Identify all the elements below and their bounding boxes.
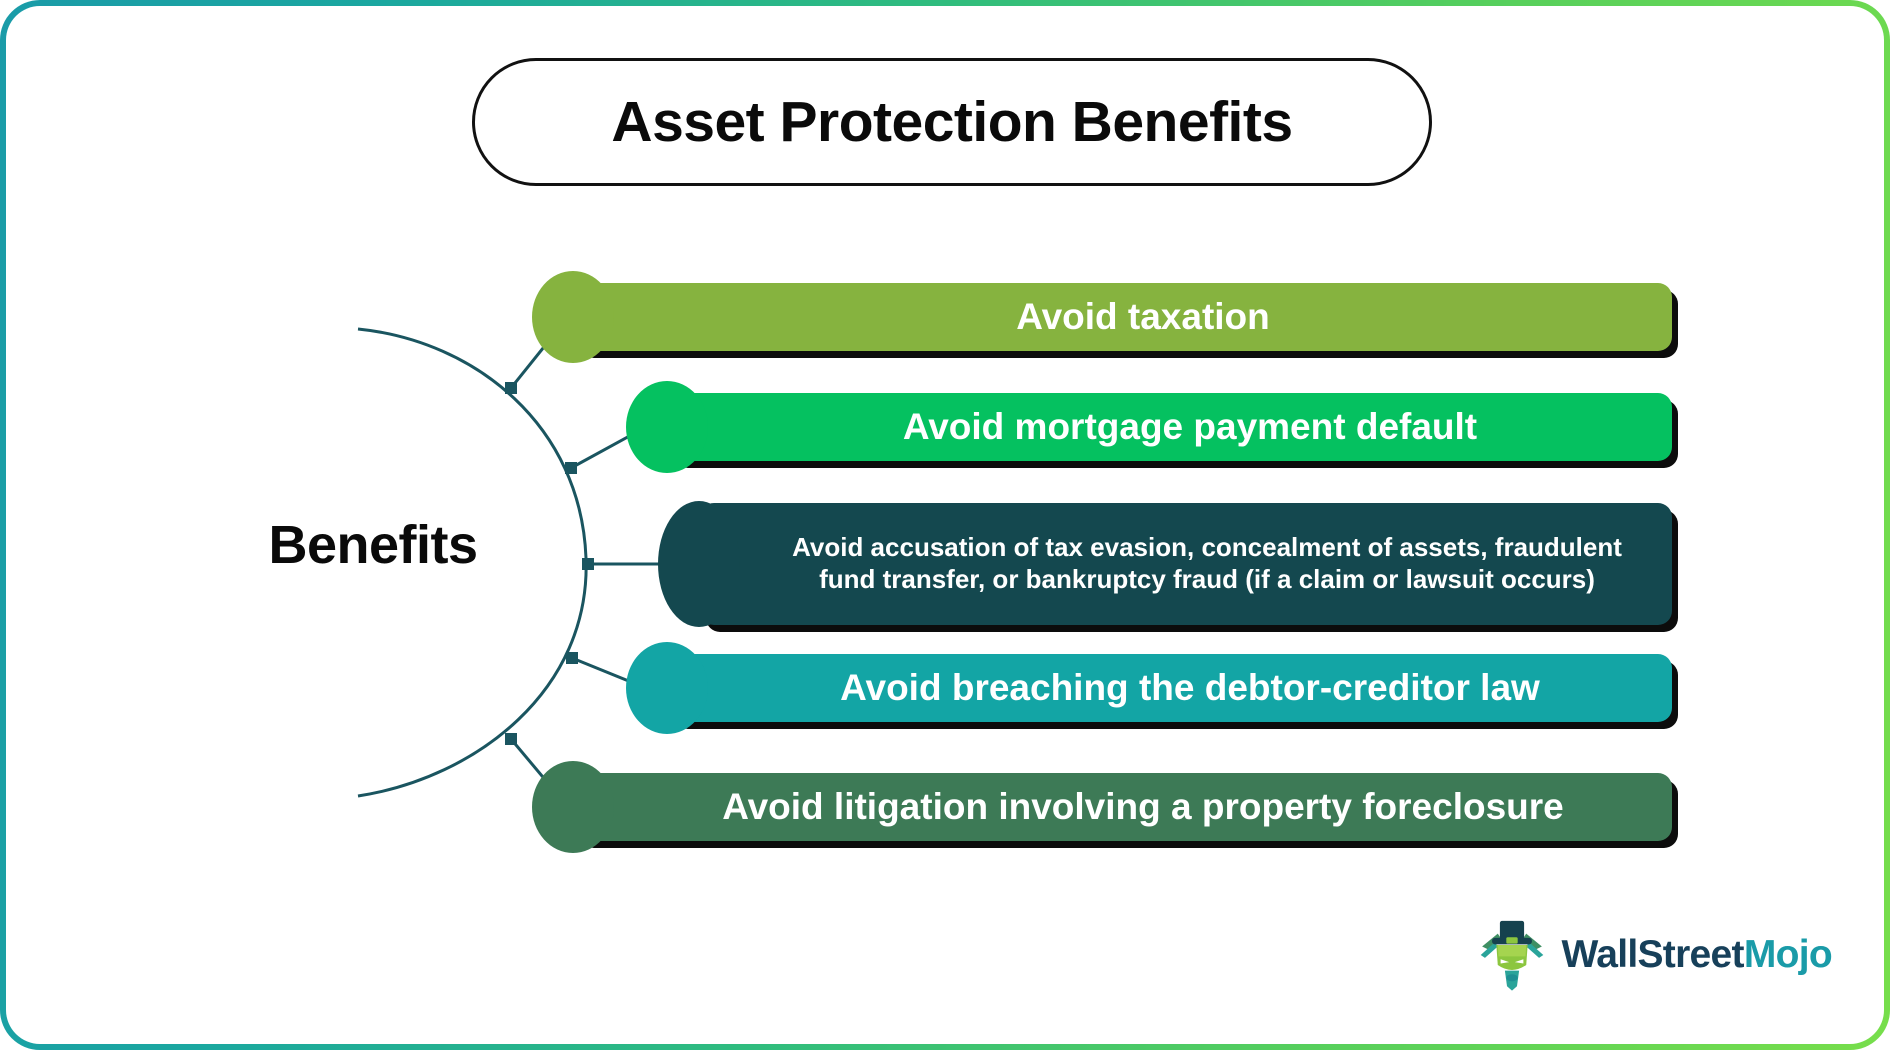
brand-wordmark-primary: WallStreet [1561,933,1745,976]
branch-body-0 [574,283,1672,351]
branch-label-1: Avoid mortgage payment default [902,406,1478,448]
brand-logo[interactable]: WallStreetMojo [1476,918,1833,992]
bull-mascot-tophat-icon [1480,920,1543,991]
branch-body-1 [668,393,1672,461]
branch-label-3: Avoid breaching the debtor-creditor law [840,667,1540,709]
brand-wordmark: WallStreetMojo [1561,933,1833,977]
branch-item-4[interactable]: Avoid litigation involving a property fo… [532,761,1672,853]
branch-item-1[interactable]: Avoid mortgage payment default [626,381,1672,473]
branch-body-2 [700,503,1672,625]
page-title: Asset Protection Benefits [611,90,1293,154]
root-node-label: Benefits [268,515,478,575]
branch-item-2[interactable]: Avoid accusation of tax evasion, conceal… [658,501,1672,627]
branch-item-3[interactable]: Avoid breaching the debtor-creditor law [626,642,1672,734]
branch-item-0[interactable]: Avoid taxation [532,271,1672,363]
branch-body-4 [574,773,1672,841]
branch-label-0: Avoid taxation [1016,296,1270,338]
brand-wordmark-accent: Mojo [1743,933,1833,976]
branch-label-4: Avoid litigation involving a property fo… [722,786,1564,828]
page-title-pill: Asset Protection Benefits [472,58,1432,186]
branch-label-2: Avoid accusation of tax evasion, conceal… [792,532,1622,594]
branch-body-3 [668,654,1672,722]
infographic-card: Asset Protection Benefits Benefits [6,6,1884,1044]
